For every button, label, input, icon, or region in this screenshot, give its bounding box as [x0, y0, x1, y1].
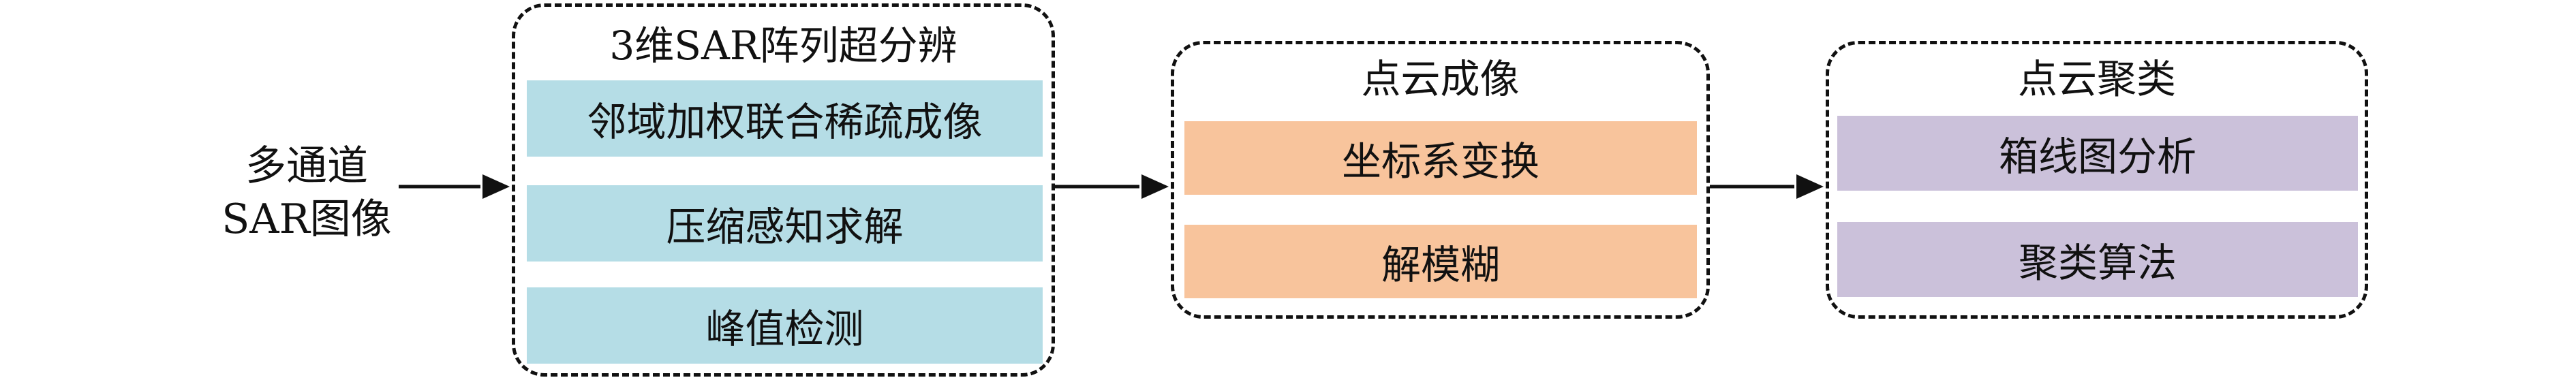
- stage-2-step-1: 坐标系变换: [1184, 121, 1697, 195]
- stage-2-group: 点云成像: [1171, 41, 1710, 319]
- stage-3-title: 点云聚类: [2017, 56, 2176, 102]
- stage-3-step-2: 聚类算法: [1837, 222, 2358, 297]
- stage-1-step-3: 峰值检测: [527, 287, 1043, 364]
- stage-3-step-1: 箱线图分析: [1837, 116, 2358, 191]
- stage-1-step-2: 压缩感知求解: [527, 185, 1043, 262]
- stage-1-step-1: 邻域加权联合稀疏成像: [527, 80, 1043, 157]
- arrow-stage2-to-stage3: [1710, 174, 1824, 199]
- input-label: 多通道 SAR图像: [204, 140, 409, 246]
- arrow-stage1-to-stage2: [1055, 174, 1169, 199]
- stage-1-title: 3维SAR阵列超分辨: [609, 22, 957, 69]
- input-label-line2: SAR图像: [221, 195, 392, 243]
- arrow-input-to-stage1: [399, 174, 510, 199]
- input-label-line1: 多通道: [245, 142, 368, 190]
- stage-2-step-2: 解模糊: [1184, 225, 1697, 298]
- stage-3-group: 点云聚类: [1826, 41, 2368, 319]
- stage-2-title: 点云成像: [1361, 56, 1520, 102]
- stage-1-group: 3维SAR阵列超分辨: [512, 3, 1055, 377]
